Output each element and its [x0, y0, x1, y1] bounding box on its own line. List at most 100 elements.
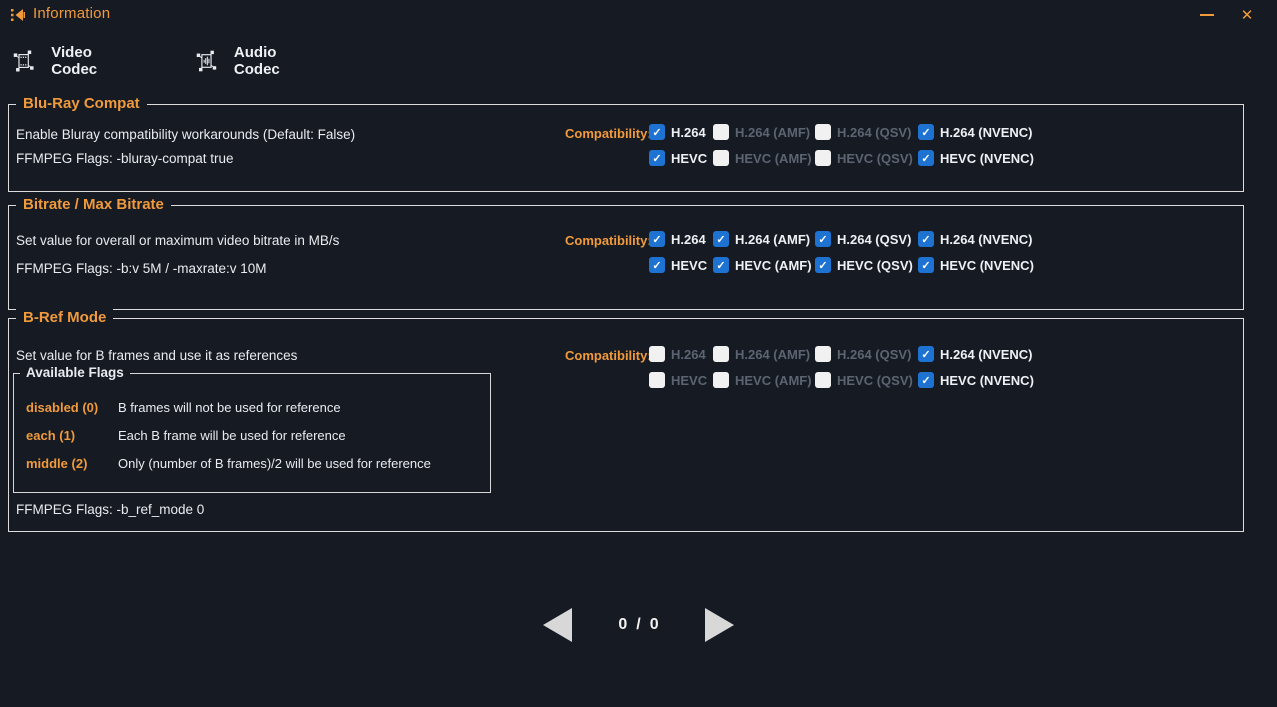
compat-h264-nvenc[interactable]: H.264 (NVENC)	[918, 231, 1078, 247]
checkbox-icon[interactable]	[649, 231, 665, 247]
checkbox-icon[interactable]	[649, 346, 665, 362]
checkbox-icon[interactable]	[815, 231, 831, 247]
compat-hevc-amf[interactable]: HEVC (AMF)	[713, 257, 815, 273]
page-current: 0	[618, 616, 628, 633]
checkbox-label: HEVC (AMF)	[735, 372, 812, 388]
checkbox-label: HEVC (AMF)	[735, 150, 812, 166]
checkbox-label: HEVC (QSV)	[837, 150, 913, 166]
checkbox-icon[interactable]	[649, 372, 665, 388]
checkbox-icon[interactable]	[713, 124, 729, 140]
checkbox-icon[interactable]	[918, 372, 934, 388]
section-bref-mode: B-Ref Mode Set value for B frames and us…	[8, 309, 1244, 532]
checkbox-label: HEVC (NVENC)	[940, 257, 1034, 273]
flag-name: each (1)	[26, 428, 76, 443]
compat-hevc-nvenc[interactable]: HEVC (NVENC)	[918, 372, 1078, 388]
compat-h264-qsv[interactable]: H.264 (QSV)	[815, 346, 918, 362]
checkbox-icon[interactable]	[815, 124, 831, 140]
compat-h264-nvenc[interactable]: H.264 (NVENC)	[918, 346, 1078, 362]
page-total: 0	[649, 616, 659, 633]
flag-description: Each B frame will be used for reference	[118, 428, 346, 443]
checkbox-label: H.264 (QSV)	[837, 231, 912, 247]
checkbox-label: HEVC (QSV)	[837, 372, 913, 388]
compat-hevc-amf[interactable]: HEVC (AMF)	[713, 150, 815, 166]
checkbox-icon[interactable]	[713, 372, 729, 388]
checkbox-icon[interactable]	[815, 372, 831, 388]
checkbox-icon[interactable]	[815, 346, 831, 362]
flag-name: middle (2)	[26, 456, 88, 471]
compatibility-grid: H.264 H.264 (AMF) H.264 (QSV) H.264 (NVE…	[649, 346, 1078, 388]
available-flags-title: Available Flags	[20, 365, 130, 380]
compat-h264[interactable]: H.264	[649, 124, 713, 140]
compat-hevc[interactable]: HEVC	[649, 372, 713, 388]
title-bar: Information ✕	[0, 0, 1277, 30]
compat-hevc-qsv[interactable]: HEVC (QSV)	[815, 150, 918, 166]
checkbox-icon[interactable]	[713, 150, 729, 166]
compat-hevc-nvenc[interactable]: HEVC (NVENC)	[918, 150, 1078, 166]
section-bitrate: Bitrate / Max Bitrate Set value for over…	[8, 196, 1244, 310]
checkbox-icon[interactable]	[918, 346, 934, 362]
compat-hevc[interactable]: HEVC	[649, 150, 713, 166]
checkbox-label: HEVC (QSV)	[837, 257, 913, 273]
page-indicator: 0 / 0	[618, 616, 658, 634]
checkbox-icon[interactable]	[649, 150, 665, 166]
app-icon	[11, 9, 25, 21]
compat-h264-amf[interactable]: H.264 (AMF)	[713, 124, 815, 140]
compat-hevc-nvenc[interactable]: HEVC (NVENC)	[918, 257, 1078, 273]
section-title: B-Ref Mode	[16, 309, 114, 326]
checkbox-label: HEVC (NVENC)	[940, 150, 1034, 166]
compat-hevc[interactable]: HEVC	[649, 257, 713, 273]
compat-hevc-amf[interactable]: HEVC (AMF)	[713, 372, 815, 388]
audio-codec-icon	[196, 50, 217, 72]
window-controls: ✕	[1187, 0, 1267, 30]
compat-h264-qsv[interactable]: H.264 (QSV)	[815, 231, 918, 247]
compat-hevc-qsv[interactable]: HEVC (QSV)	[815, 257, 918, 273]
checkbox-icon[interactable]	[815, 150, 831, 166]
tab-audio-codec[interactable]: Audio Codec	[195, 40, 293, 82]
checkbox-icon[interactable]	[713, 257, 729, 273]
pagination: 0 / 0	[0, 603, 1277, 647]
compat-hevc-qsv[interactable]: HEVC (QSV)	[815, 372, 918, 388]
checkbox-icon[interactable]	[815, 257, 831, 273]
compatibility-label: Compatibility:	[565, 348, 652, 363]
tab-video-codec[interactable]: Video Codec	[12, 40, 110, 82]
video-codec-icon	[13, 50, 34, 72]
checkbox-icon[interactable]	[918, 124, 934, 140]
checkbox-label: H.264 (AMF)	[735, 346, 811, 362]
checkbox-label: HEVC (AMF)	[735, 257, 812, 273]
tab-video-codec-label: Video Codec	[51, 44, 98, 78]
compat-h264-amf[interactable]: H.264 (AMF)	[713, 231, 815, 247]
ffmpeg-flags: FFMPEG Flags: -b:v 5M / -maxrate:v 10M	[16, 261, 267, 276]
compat-h264-nvenc[interactable]: H.264 (NVENC)	[918, 124, 1078, 140]
compat-h264-amf[interactable]: H.264 (AMF)	[713, 346, 815, 362]
checkbox-label: H.264 (AMF)	[735, 124, 811, 140]
compatibility-label: Compatibility:	[565, 126, 652, 141]
right-arrow-icon[interactable]	[704, 608, 734, 642]
checkbox-label: H.264 (NVENC)	[940, 346, 1033, 362]
left-arrow-icon[interactable]	[543, 608, 573, 642]
checkbox-icon[interactable]	[713, 346, 729, 362]
section-description: Enable Bluray compatibility workarounds …	[16, 127, 356, 142]
section-description: Set value for B frames and use it as ref…	[16, 348, 298, 363]
checkbox-label: HEVC	[671, 372, 708, 388]
section-bluray-compat: Blu-Ray Compat Enable Bluray compatibili…	[8, 95, 1244, 192]
checkbox-icon[interactable]	[918, 231, 934, 247]
checkbox-icon[interactable]	[649, 124, 665, 140]
close-button[interactable]: ✕	[1227, 0, 1267, 30]
checkbox-label: H.264	[671, 124, 706, 140]
ffmpeg-flags: FFMPEG Flags: -bluray-compat true	[16, 151, 234, 166]
ffmpeg-flags: FFMPEG Flags: -b_ref_mode 0	[16, 502, 205, 517]
checkbox-label: H.264 (QSV)	[837, 124, 912, 140]
compat-h264[interactable]: H.264	[649, 231, 713, 247]
minimize-button[interactable]	[1187, 0, 1227, 30]
flag-description: B frames will not be used for reference	[118, 400, 341, 415]
checkbox-label: H.264	[671, 346, 706, 362]
checkbox-icon[interactable]	[649, 257, 665, 273]
checkbox-icon[interactable]	[713, 231, 729, 247]
compat-h264-qsv[interactable]: H.264 (QSV)	[815, 124, 918, 140]
checkbox-label: H.264 (AMF)	[735, 231, 811, 247]
flag-name: disabled (0)	[26, 400, 99, 415]
flag-description: Only (number of B frames)/2 will be used…	[118, 456, 431, 471]
compat-h264[interactable]: H.264	[649, 346, 713, 362]
checkbox-icon[interactable]	[918, 150, 934, 166]
checkbox-icon[interactable]	[918, 257, 934, 273]
